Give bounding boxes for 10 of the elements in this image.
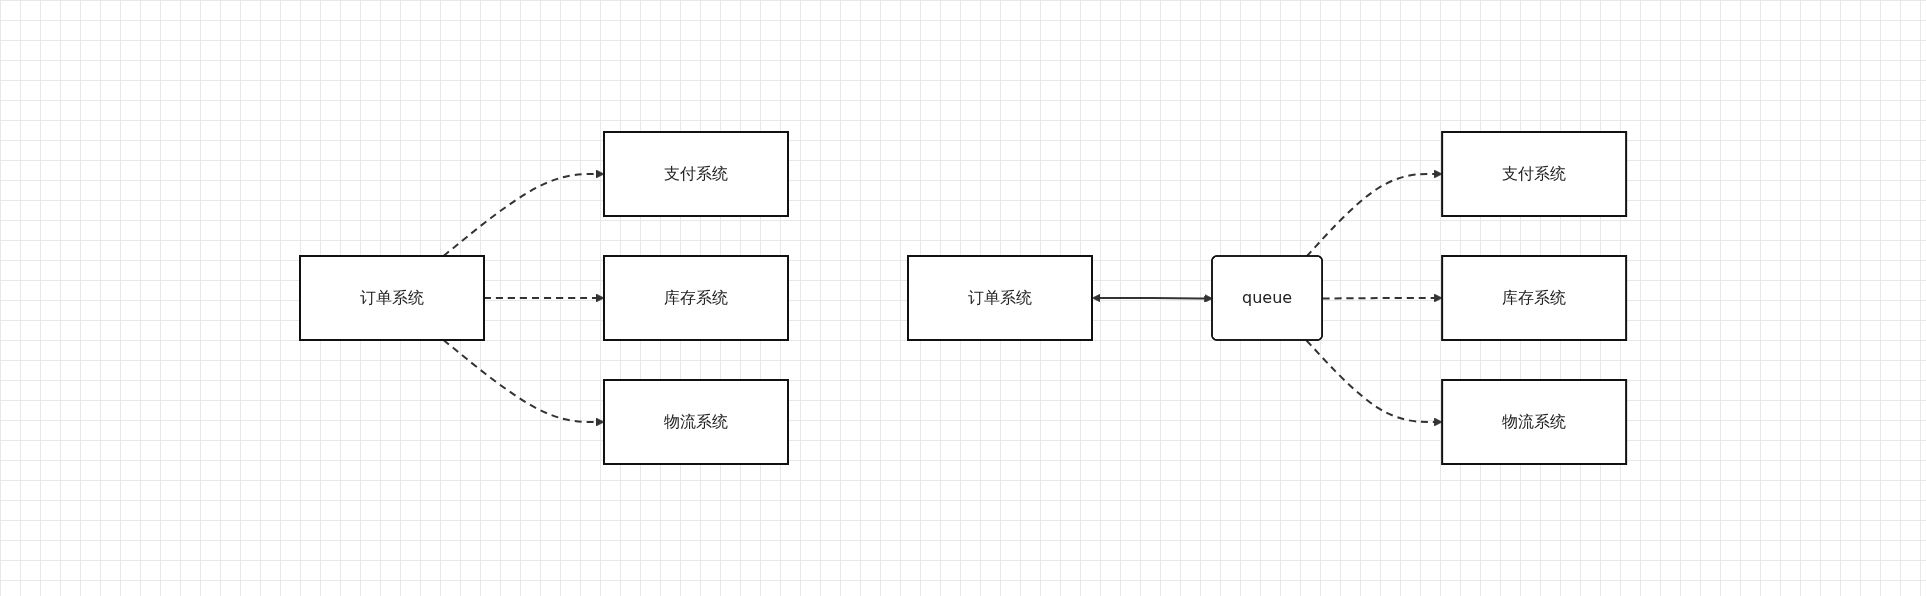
node-box: 物流系统 — [602, 379, 789, 465]
node-box: 支付系统 — [602, 131, 789, 217]
node-box: 库存系统 — [1441, 255, 1628, 341]
arrow — [1305, 169, 1443, 258]
node-box: 支付系统 — [1441, 131, 1628, 217]
node-box: 订单系统 — [298, 255, 485, 341]
node-box: 物流系统 — [1441, 379, 1628, 465]
arrow — [1305, 339, 1443, 427]
node-box: 库存系统 — [602, 255, 789, 341]
node-box: 订单系统 — [906, 255, 1093, 341]
